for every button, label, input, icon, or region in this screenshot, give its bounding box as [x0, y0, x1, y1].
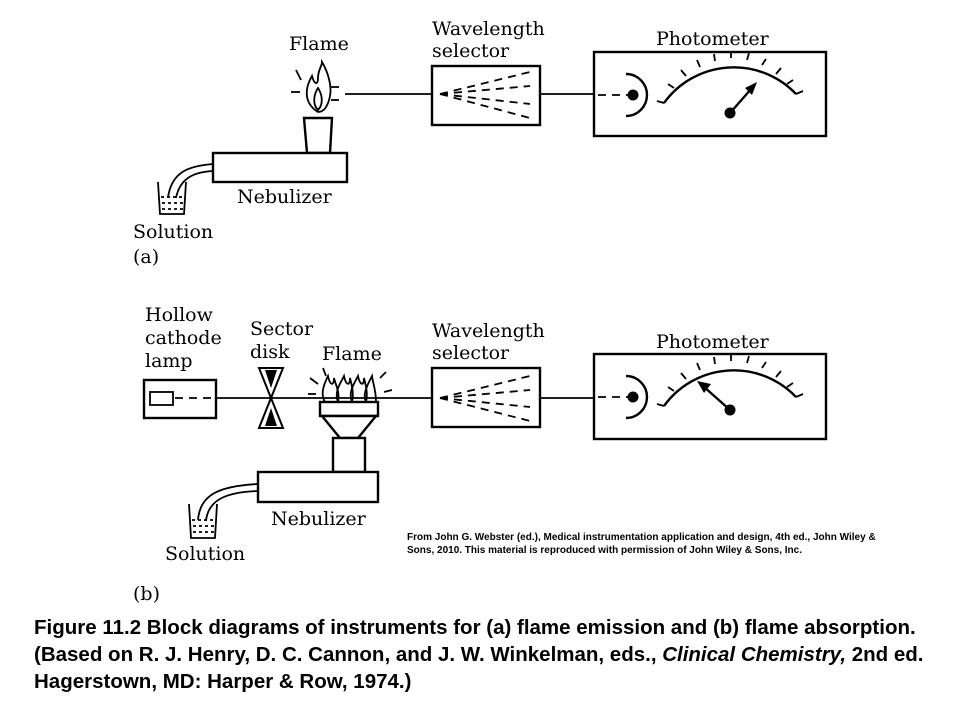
diagram-b: Hollow cathode lamp Sector disk Flame Wa…: [133, 304, 876, 605]
wavelength-selector-b: [430, 366, 542, 429]
beaker-a: [157, 181, 187, 215]
meter-scale-a: [656, 51, 804, 104]
lamp-label-line2: cathode: [145, 327, 222, 349]
sample-tube-a: [167, 163, 214, 198]
nebulizer-b: [256, 470, 380, 504]
sample-tube-b: [197, 483, 259, 521]
diagram-a-tag: (a): [133, 246, 159, 268]
figure-caption: Figure 11.2 Block diagrams of instrument…: [34, 614, 934, 695]
photometer-label-b: Photometer: [656, 331, 770, 353]
nebulizer-a: [211, 151, 349, 184]
caption-text-1: Figure 11.2 Block diagrams of instrument…: [34, 616, 916, 666]
credit-line-1: From John G. Webster (ed.), Medical inst…: [407, 532, 876, 543]
diagram-a: Flame Wavelength selector Photometer Neb…: [133, 18, 828, 268]
flame-icon-b: [308, 367, 393, 403]
meter-needle-b: [702, 385, 731, 411]
wavelength-selector-label-b-line1: Wavelength: [432, 320, 545, 342]
credit-line-2: Sons, 2010. This material is reproduced …: [407, 545, 802, 556]
wavelength-selector-label-a-line1: Wavelength: [432, 18, 545, 40]
nebulizer-label-b: Nebulizer: [271, 508, 367, 530]
sector-disk-label-line2: disk: [250, 341, 290, 363]
sector-disk-label-line1: Sector: [250, 318, 314, 340]
sector-disk-icon: [257, 367, 285, 429]
burner-a: [302, 116, 334, 155]
photometer-label-a: Photometer: [656, 28, 770, 50]
photometer-a: [592, 50, 828, 138]
hollow-cathode-lamp: [142, 378, 218, 420]
solution-label-a: Solution: [133, 221, 213, 243]
flame-label-a: Flame: [289, 33, 349, 55]
diagram-b-tag: (b): [133, 583, 160, 605]
meter-scale-b: [656, 354, 804, 407]
solution-label-b: Solution: [165, 543, 245, 565]
flame-icon-a: [291, 58, 339, 113]
wavelength-selector-label-a-line2: selector: [432, 40, 510, 62]
meter-needle-a: [729, 87, 753, 114]
flame-label-b: Flame: [322, 343, 382, 365]
caption-text-2: 2nd ed. Hagerstown, MD: Harper & Row, 19…: [34, 643, 924, 693]
nebulizer-label-a: Nebulizer: [237, 186, 333, 208]
beaker-b: [188, 503, 218, 539]
wavelength-selector-a: [430, 64, 542, 127]
lamp-label-line3: lamp: [145, 350, 193, 372]
lamp-label-line1: Hollow: [145, 304, 214, 326]
photometer-b: [592, 352, 828, 441]
caption-book-title: Clinical Chemistry,: [662, 643, 847, 666]
burner-b: [318, 400, 380, 474]
wavelength-selector-label-b-line2: selector: [432, 342, 510, 364]
